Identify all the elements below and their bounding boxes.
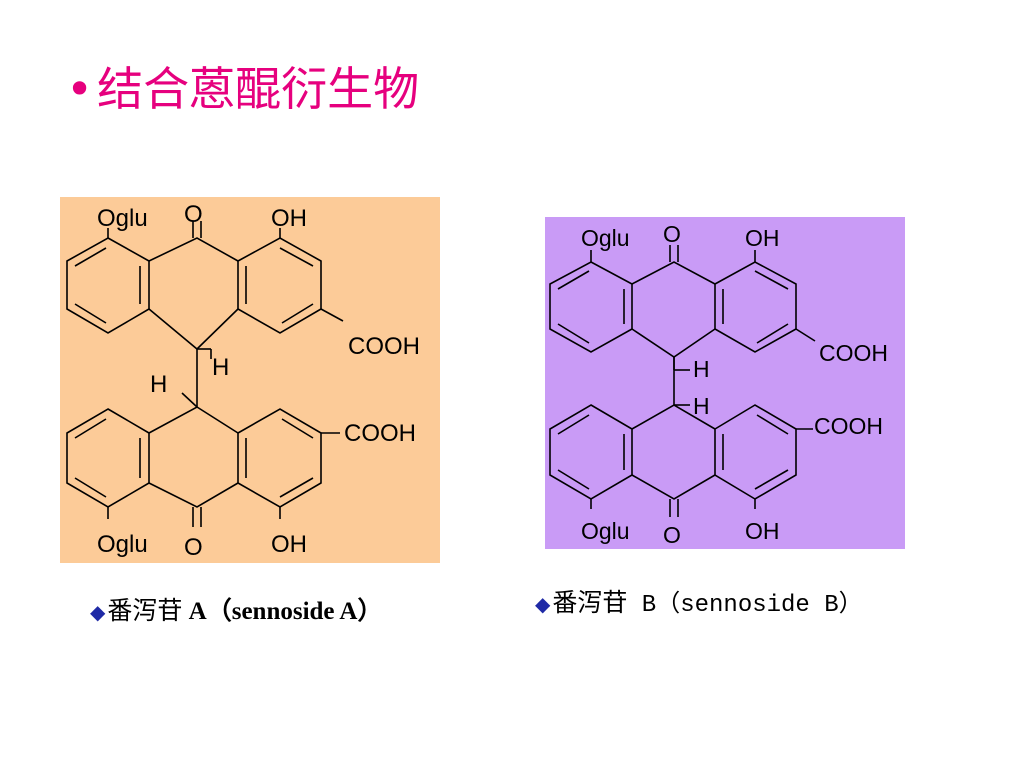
diamond-bullet-icon: ◆ (90, 600, 106, 624)
panel-a-background (60, 197, 440, 563)
panel-b-background (545, 217, 905, 549)
sennoside-a-structure: Oglu O OH COOH H H COOH Oglu O OH (60, 197, 440, 563)
label-oh-top: OH (745, 225, 780, 251)
label-cooh-bottom: COOH (344, 420, 416, 447)
label-o-top: O (184, 201, 203, 228)
caption-b-name-cn: 番泻苷 (552, 588, 628, 617)
label-cooh-top: COOH (348, 333, 420, 360)
caption-sennoside-a: ◆番泻苷 A（sennoside A） (90, 598, 382, 624)
label-cooh-bottom: COOH (814, 413, 883, 439)
label-o-bottom: O (184, 534, 203, 561)
label-oglu-top: Oglu (581, 225, 630, 251)
diamond-bullet-icon: ◆ (535, 592, 551, 616)
caption-a-name-latin: A（sennoside A） (182, 598, 383, 625)
label-oh-top: OH (271, 205, 307, 232)
sennoside-b-structure: Oglu O OH COOH H H COOH Oglu O OH (545, 217, 905, 549)
label-h-lower: H (150, 371, 167, 398)
label-oglu-bottom: Oglu (97, 531, 148, 558)
sennoside-a-svg: Oglu O OH COOH H H COOH Oglu O OH (60, 197, 440, 563)
label-h-lower: H (693, 393, 710, 419)
label-o-top: O (663, 221, 681, 247)
label-oglu-bottom: Oglu (581, 518, 630, 544)
caption-b-name-latin: B（sennoside B） (627, 592, 863, 619)
caption-sennoside-b: ◆番泻苷 B（sennoside B） (535, 590, 863, 618)
sennoside-b-bonds (549, 245, 816, 517)
slide-title: •结合蒽醌衍生物 (66, 66, 419, 112)
title-bullet: • (66, 62, 94, 116)
sennoside-a-bonds (66, 221, 344, 527)
label-oh-bottom: OH (745, 518, 780, 544)
sennoside-b-svg: Oglu O OH COOH H H COOH Oglu O OH (545, 217, 905, 549)
label-oglu-top: Oglu (97, 205, 148, 232)
label-oh-bottom: OH (271, 531, 307, 558)
caption-a-name-cn: 番泻苷 (107, 596, 183, 625)
label-o-bottom: O (663, 522, 681, 548)
label-h-upper: H (212, 354, 229, 381)
label-h-upper: H (693, 356, 710, 382)
title-text: 结合蒽醌衍生物 (97, 62, 420, 116)
label-cooh-top: COOH (819, 340, 888, 366)
